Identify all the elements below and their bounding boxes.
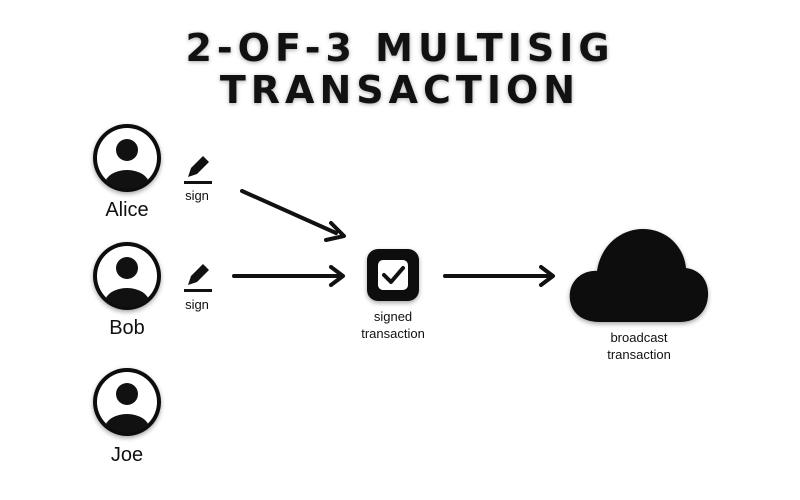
signed-label-line-2: transaction <box>361 326 425 341</box>
arrow-alice-to-signed <box>240 189 346 242</box>
signed-label-line-1: signed <box>373 309 413 324</box>
sign-label-bob: sign <box>185 297 209 312</box>
pen-icon <box>184 264 212 292</box>
title-line-1: 2-OF-3 MULTISIG <box>185 26 615 70</box>
sign-label-alice: sign <box>185 188 209 203</box>
bob-avatar-icon <box>93 242 161 310</box>
alice-avatar-icon <box>93 124 161 192</box>
signer-name-bob: Bob <box>109 317 145 339</box>
broadcast-label-line-2: transaction <box>607 347 671 362</box>
broadcast-label-line-1: broadcast <box>610 330 668 345</box>
signer-name-joe: Joe <box>110 444 144 466</box>
check-icon <box>367 249 419 301</box>
signer-name-alice: Alice <box>105 199 149 221</box>
cloud-icon <box>569 229 709 322</box>
arrow-bob-to-signed <box>232 265 345 287</box>
title-line-2: TRANSACTION <box>219 68 581 112</box>
pen-icon <box>184 156 212 184</box>
joe-avatar-icon <box>93 368 161 436</box>
arrow-signed-to-broadcast <box>443 265 555 287</box>
